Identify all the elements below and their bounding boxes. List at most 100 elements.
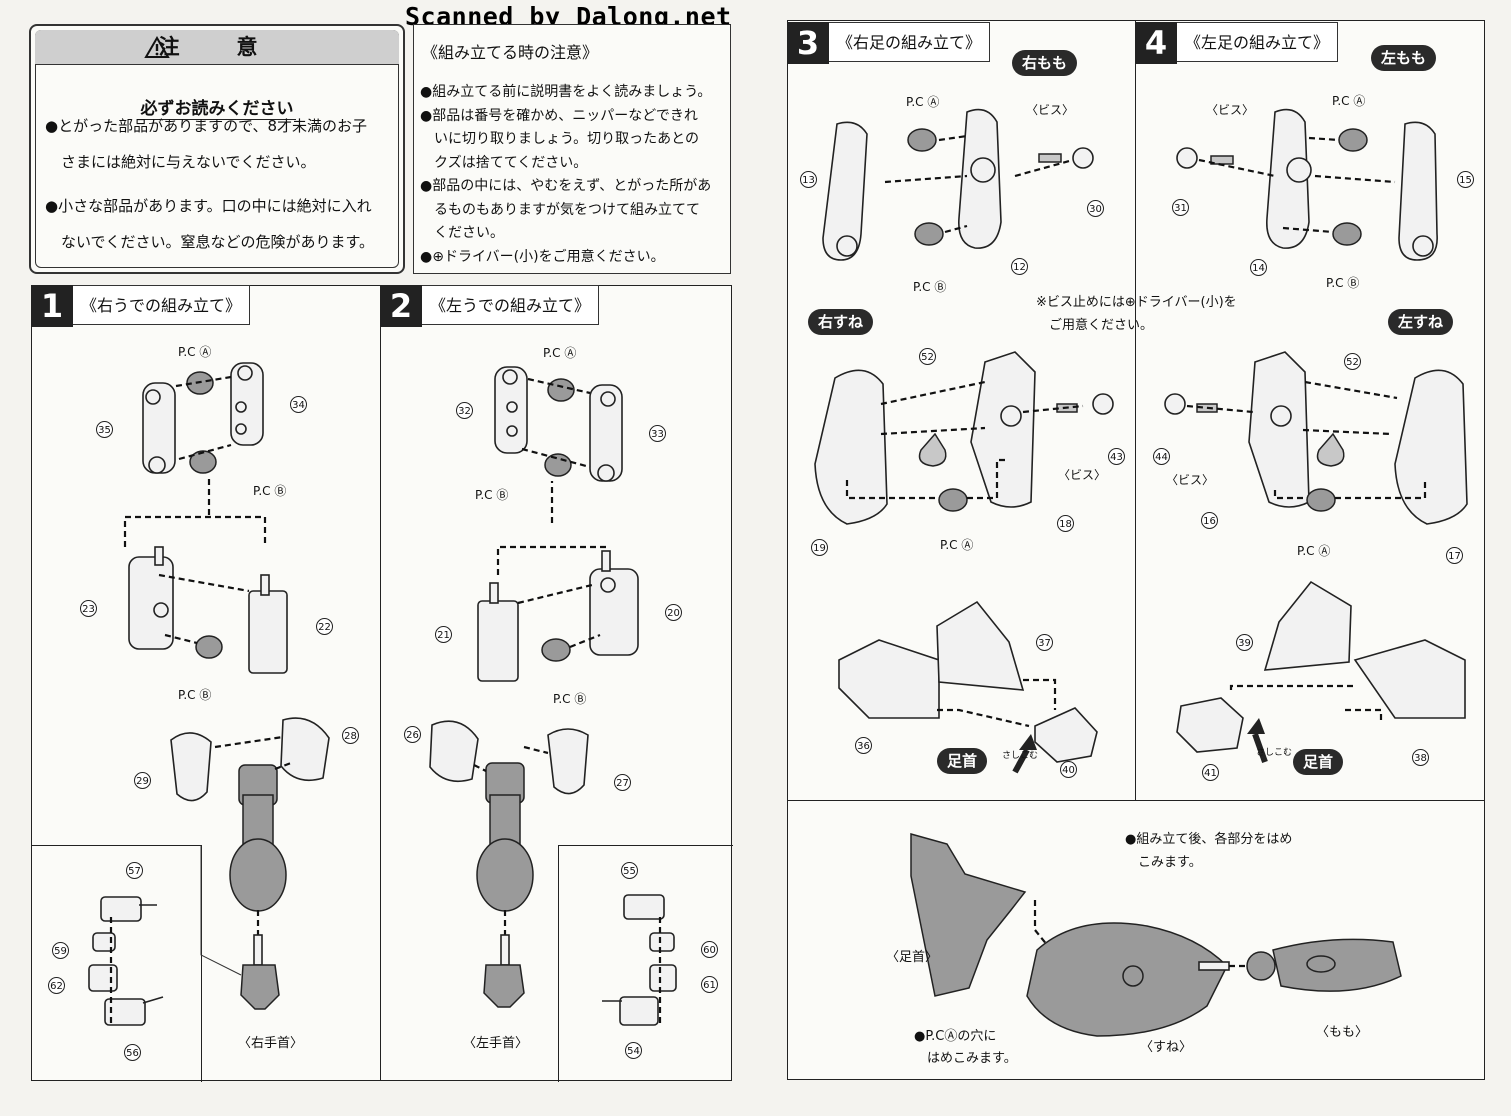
part-callout: 20 <box>665 604 682 621</box>
part-callout: 41 <box>1202 764 1219 781</box>
s4-pca-label-2: P.C Ⓐ <box>1297 544 1331 558</box>
caution-header: 注 意 <box>35 30 399 65</box>
part-callout: 17 <box>1446 547 1463 564</box>
part-callout: 18 <box>1057 515 1074 532</box>
step3-diagram <box>814 108 1114 774</box>
final-pc-note-line1: ●P.CⒶの穴に <box>914 1029 997 1044</box>
s4-bis-label: 〈ビス〉 <box>1206 103 1255 117</box>
note-line: ください。 <box>434 225 504 241</box>
s2-pcb-label-1: P.C Ⓑ <box>475 488 509 502</box>
s4-pcb-label: P.C Ⓑ <box>1326 276 1360 290</box>
part-callout: 55 <box>621 862 638 879</box>
s3-pca-label: P.C Ⓐ <box>906 95 940 109</box>
caution-box: 注 意 必ずお読みください ●とがった部品がありますので、8才未満のお子 さまに… <box>29 24 405 274</box>
note-line: ●⊕ドライバー(小)をご用意ください。 <box>420 248 665 265</box>
caution-subtitle: 必ずお読みください <box>138 99 296 120</box>
part-callout: 54 <box>625 1042 642 1059</box>
right-shin-badge: 右すね <box>808 309 874 335</box>
s3-pca-label-2: P.C Ⓐ <box>940 538 974 552</box>
left-shin-badge: 左すね <box>1388 309 1454 335</box>
note-line: クズは捨ててください。 <box>434 154 588 171</box>
caution-title: 注 意 <box>158 35 276 59</box>
note-line: ●部品の中には、やむをえず、とがった所があ <box>420 178 712 194</box>
part-callout: 28 <box>342 727 359 744</box>
step2-number: 2 <box>380 285 422 327</box>
part-callout: 62 <box>48 977 65 994</box>
screw-note-line2: ご用意ください。 <box>1049 318 1154 333</box>
part-callout: 61 <box>701 976 718 993</box>
left-hand-subbox <box>558 845 733 1082</box>
step2-title: 《左うでの組み立て》 <box>422 285 600 325</box>
left-thigh-badge: 左もも <box>1371 45 1437 71</box>
part-callout: 15 <box>1457 171 1474 188</box>
part-callout: 30 <box>1087 200 1104 217</box>
left-hand-label: 〈左手首〉 <box>463 1036 529 1051</box>
step4-diagram <box>1164 108 1468 764</box>
s3-pcb-label: P.C Ⓑ <box>913 280 947 294</box>
caution-p1-line2: さまには絶対に与えないでください。 <box>61 153 316 171</box>
part-callout: 19 <box>811 539 828 556</box>
s3-bis-label-2: 〈ビス〉 <box>1058 468 1107 482</box>
step4-number: 4 <box>1135 22 1177 64</box>
part-callout: 29 <box>134 772 151 789</box>
final-shin-label: 〈すね〉 <box>1140 1040 1193 1055</box>
step4-title: 《左足の組み立て》 <box>1177 22 1339 62</box>
step1-title: 《右うでの組み立て》 <box>73 285 251 325</box>
part-callout: 26 <box>404 726 421 743</box>
note-line: いに切り取りましょう。切り取ったあとの <box>434 131 700 147</box>
right-hand-subbox <box>31 845 202 1082</box>
right-thigh-badge: 右もも <box>1012 50 1078 76</box>
note-line: るものもありますが気をつけて組み立てて <box>434 201 700 218</box>
step3-number: 3 <box>787 22 829 64</box>
assembly-notes-title: 《組み立てる時の注意》 <box>422 43 599 62</box>
part-callout: 14 <box>1250 259 1267 276</box>
final-pc-note-line2: はめこみます。 <box>927 1051 1017 1066</box>
part-callout: 37 <box>1036 634 1053 651</box>
caution-p2-line1: ●小さな部品があります。口の中には絶対に入れ <box>45 197 372 215</box>
right-hand-label: 〈右手首〉 <box>238 1036 304 1051</box>
part-callout: 56 <box>124 1044 141 1061</box>
part-callout: 52 <box>919 348 936 365</box>
final-assembly-diagram <box>910 833 1402 1037</box>
warning-icon <box>144 36 170 58</box>
note-line: ●組み立てる前に説明書をよく読みましょう。 <box>420 84 712 100</box>
step2-diagram <box>429 366 677 1026</box>
part-callout: 16 <box>1201 512 1218 529</box>
part-callout: 60 <box>701 941 718 958</box>
s1-pca-label: P.C Ⓐ <box>178 345 212 359</box>
part-callout: 35 <box>96 421 113 438</box>
step3-title: 《右足の組み立て》 <box>829 22 991 62</box>
ankle-badge-left: 足首 <box>1293 749 1344 775</box>
step1-number: 1 <box>31 285 73 327</box>
caution-subtitle-wrap: 必ずお読みください <box>31 94 403 120</box>
note-line: ●部品は番号を確かめ、ニッパーなどできれ <box>420 107 698 124</box>
part-callout: 27 <box>614 774 631 791</box>
part-callout: 34 <box>290 396 307 413</box>
part-callout: 44 <box>1153 448 1170 465</box>
part-callout: 36 <box>855 737 872 754</box>
part-callout: 23 <box>80 600 97 617</box>
part-callout: 32 <box>456 402 473 419</box>
part-callout: 38 <box>1412 749 1429 766</box>
push-label-left: さしこむ <box>1256 748 1293 758</box>
part-callout: 33 <box>649 425 666 442</box>
final-note-line1: ●組み立て後、各部分をはめ <box>1125 832 1293 847</box>
s4-bis-label-2: 〈ビス〉 <box>1166 473 1215 487</box>
part-callout: 52 <box>1344 353 1361 370</box>
part-callout: 57 <box>126 862 143 879</box>
assembly-notes-text: ●組み立てる前に説明書をよく読みましょう。 ●部品は番号を確かめ、ニッパーなどで… <box>420 81 728 269</box>
step1-diagram <box>88 362 330 1026</box>
part-callout: 12 <box>1011 258 1028 275</box>
ankle-badge-right: 足首 <box>937 748 988 774</box>
s3-bis-label: 〈ビス〉 <box>1026 103 1075 117</box>
final-thigh-label: 〈もも〉 <box>1316 1025 1369 1040</box>
part-callout: 31 <box>1172 199 1189 216</box>
part-callout: 59 <box>52 942 69 959</box>
caution-p2-line2: ないでください。窒息などの危険があります。 <box>61 233 375 251</box>
screw-note-line1: ※ビス止めには⊕ドライバー(小)を <box>1036 295 1237 310</box>
caution-p1-line1: ●とがった部品がありますので、8才未満のお子 <box>45 117 368 135</box>
part-callout: 40 <box>1060 761 1077 778</box>
s4-pca-label: P.C Ⓐ <box>1332 94 1366 108</box>
assembly-notes-box: 《組み立てる時の注意》 ●組み立てる前に説明書をよく読みましょう。 ●部品は番号… <box>413 24 731 274</box>
push-label-right: さしこむ <box>1002 751 1039 761</box>
